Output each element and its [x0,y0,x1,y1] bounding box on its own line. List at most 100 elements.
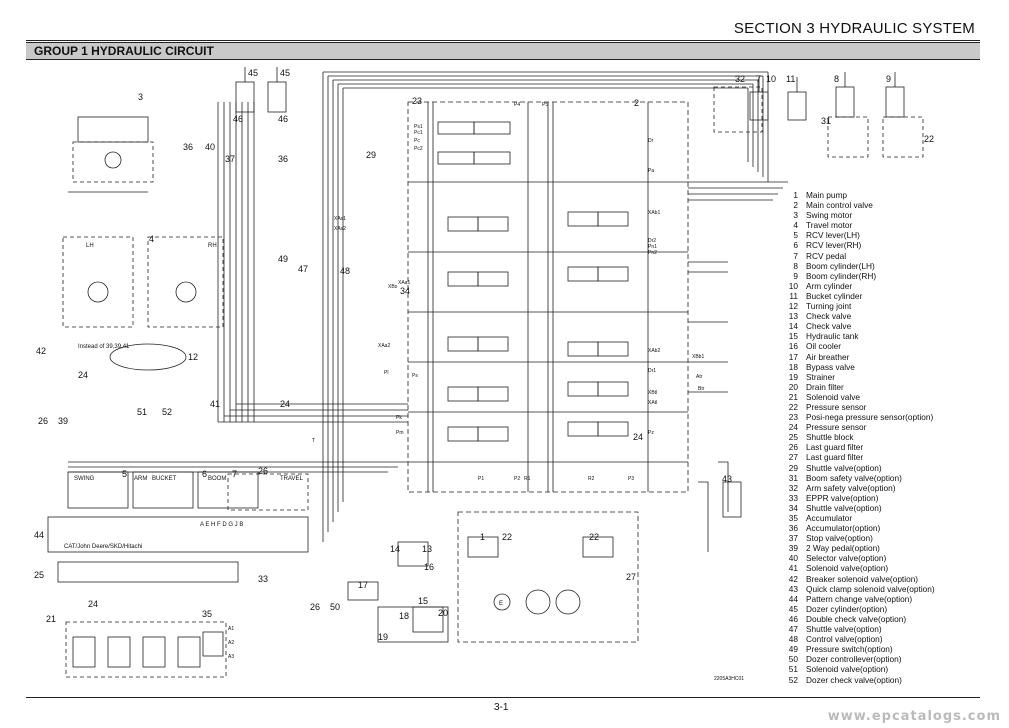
legend-label: Arm safety valve(option) [806,482,896,493]
label-option-note: Instead of 39,39,41 [78,344,130,350]
component-number: 27 [626,572,636,582]
port-label: XAb2 [648,348,660,354]
legend-label: Drain filter [806,381,844,392]
component-number: 35 [202,609,212,619]
legend-label: Shuttle valve(option) [806,624,882,635]
port-label: Pa [648,168,654,174]
legend-item: 17 Air breather [772,352,972,362]
legend-number: 50 [788,654,798,665]
legend-number: 21 [788,391,798,402]
legend-label: Check valve [806,321,852,332]
legend-label: Selector valve(option) [806,553,887,564]
legend-number: 33 [788,492,798,503]
dozer-cylinders [235,67,287,113]
legend-number: 3 [793,210,798,221]
legend-item: 40 Selector valve(option) [772,553,972,563]
legend-number: 19 [788,371,798,382]
port-label: Ps1 [414,124,423,130]
port-label: XBb1 [692,354,704,360]
component-number: 4 [149,234,154,244]
legend-item: 14 Check valve [772,321,972,331]
legend-label: Boom safety valve(option) [806,472,902,483]
legend-label: Pressure sensor [806,401,867,412]
port-label: XBs [388,284,398,290]
component-number: 36 [183,142,193,152]
legend-number: 32 [788,482,798,493]
label-lh: LH [86,243,94,249]
legend-item: 2 Main control valve [772,200,972,210]
component-number: 51 [137,407,147,417]
component-number: 12 [188,352,198,362]
solenoid-valve-block [65,621,227,678]
port-label: XAa1 [398,280,410,286]
component-number: 52 [162,407,172,417]
component-number: 8 [834,74,839,84]
component-number: 50 [330,602,340,612]
component-number: 22 [589,532,599,542]
legend-number: 7 [793,250,798,261]
port-label: A2 [228,640,234,646]
port-label: XAtl [648,400,657,406]
legend-number: 26 [788,442,798,453]
legend-number: 52 [788,674,798,685]
legend-number: 16 [788,341,798,352]
legend-number: 24 [788,422,798,433]
legend-label: Solenoid valve [806,391,860,402]
component-number: 33 [258,574,268,584]
legend-number: 18 [788,361,798,372]
component-number: 41 [210,399,220,409]
legend-label: Double check valve(option) [806,613,907,624]
component-number: 47 [298,264,308,274]
component-number: 39 [58,416,68,426]
port-label: Pn1 [648,244,657,250]
component-number: 1 [480,532,485,542]
rcv-lever-blocks [47,471,309,583]
legend-number: 14 [788,321,798,332]
legend-number: 43 [788,583,798,594]
legend-number: 40 [788,553,798,564]
legend-label: Accumulator(option) [806,523,881,534]
component-number: 20 [438,608,448,618]
component-number: 22 [502,532,512,542]
component-number: 26 [38,416,48,426]
component-number: 24 [633,432,643,442]
port-label: Atr [696,374,703,380]
label-rh: RH [208,243,217,249]
port-label: P3 [628,476,634,482]
component-number: 2 [634,98,639,108]
component-number: 31 [821,116,831,126]
component-number: 25 [34,570,44,580]
legend-label: Main control valve [806,200,873,211]
legend-label: Swing motor [806,210,853,221]
port-label: Pc1 [414,130,423,136]
port-label: XBtl [648,390,657,396]
hydraulic-schematic: 45 45 46 46 3 36 40 37 36 23 29 2 7 10 1… [28,62,974,688]
legend-label: Air breather [806,351,850,362]
legend-number: 1 [793,190,798,200]
legend-number: 2 [793,200,798,211]
drawing-code: 2205A3HC01 [714,676,745,682]
legend-number: 45 [788,603,798,614]
legend-label: 2 Way pedal(option) [806,543,880,554]
component-number: 21 [46,614,56,624]
legend-label: Last guard filter [806,452,864,463]
legend-number: 17 [788,351,798,362]
label-bucket: BUCKET [152,476,177,482]
component-number: 16 [424,562,434,572]
port-label: Pc2 [414,146,423,152]
